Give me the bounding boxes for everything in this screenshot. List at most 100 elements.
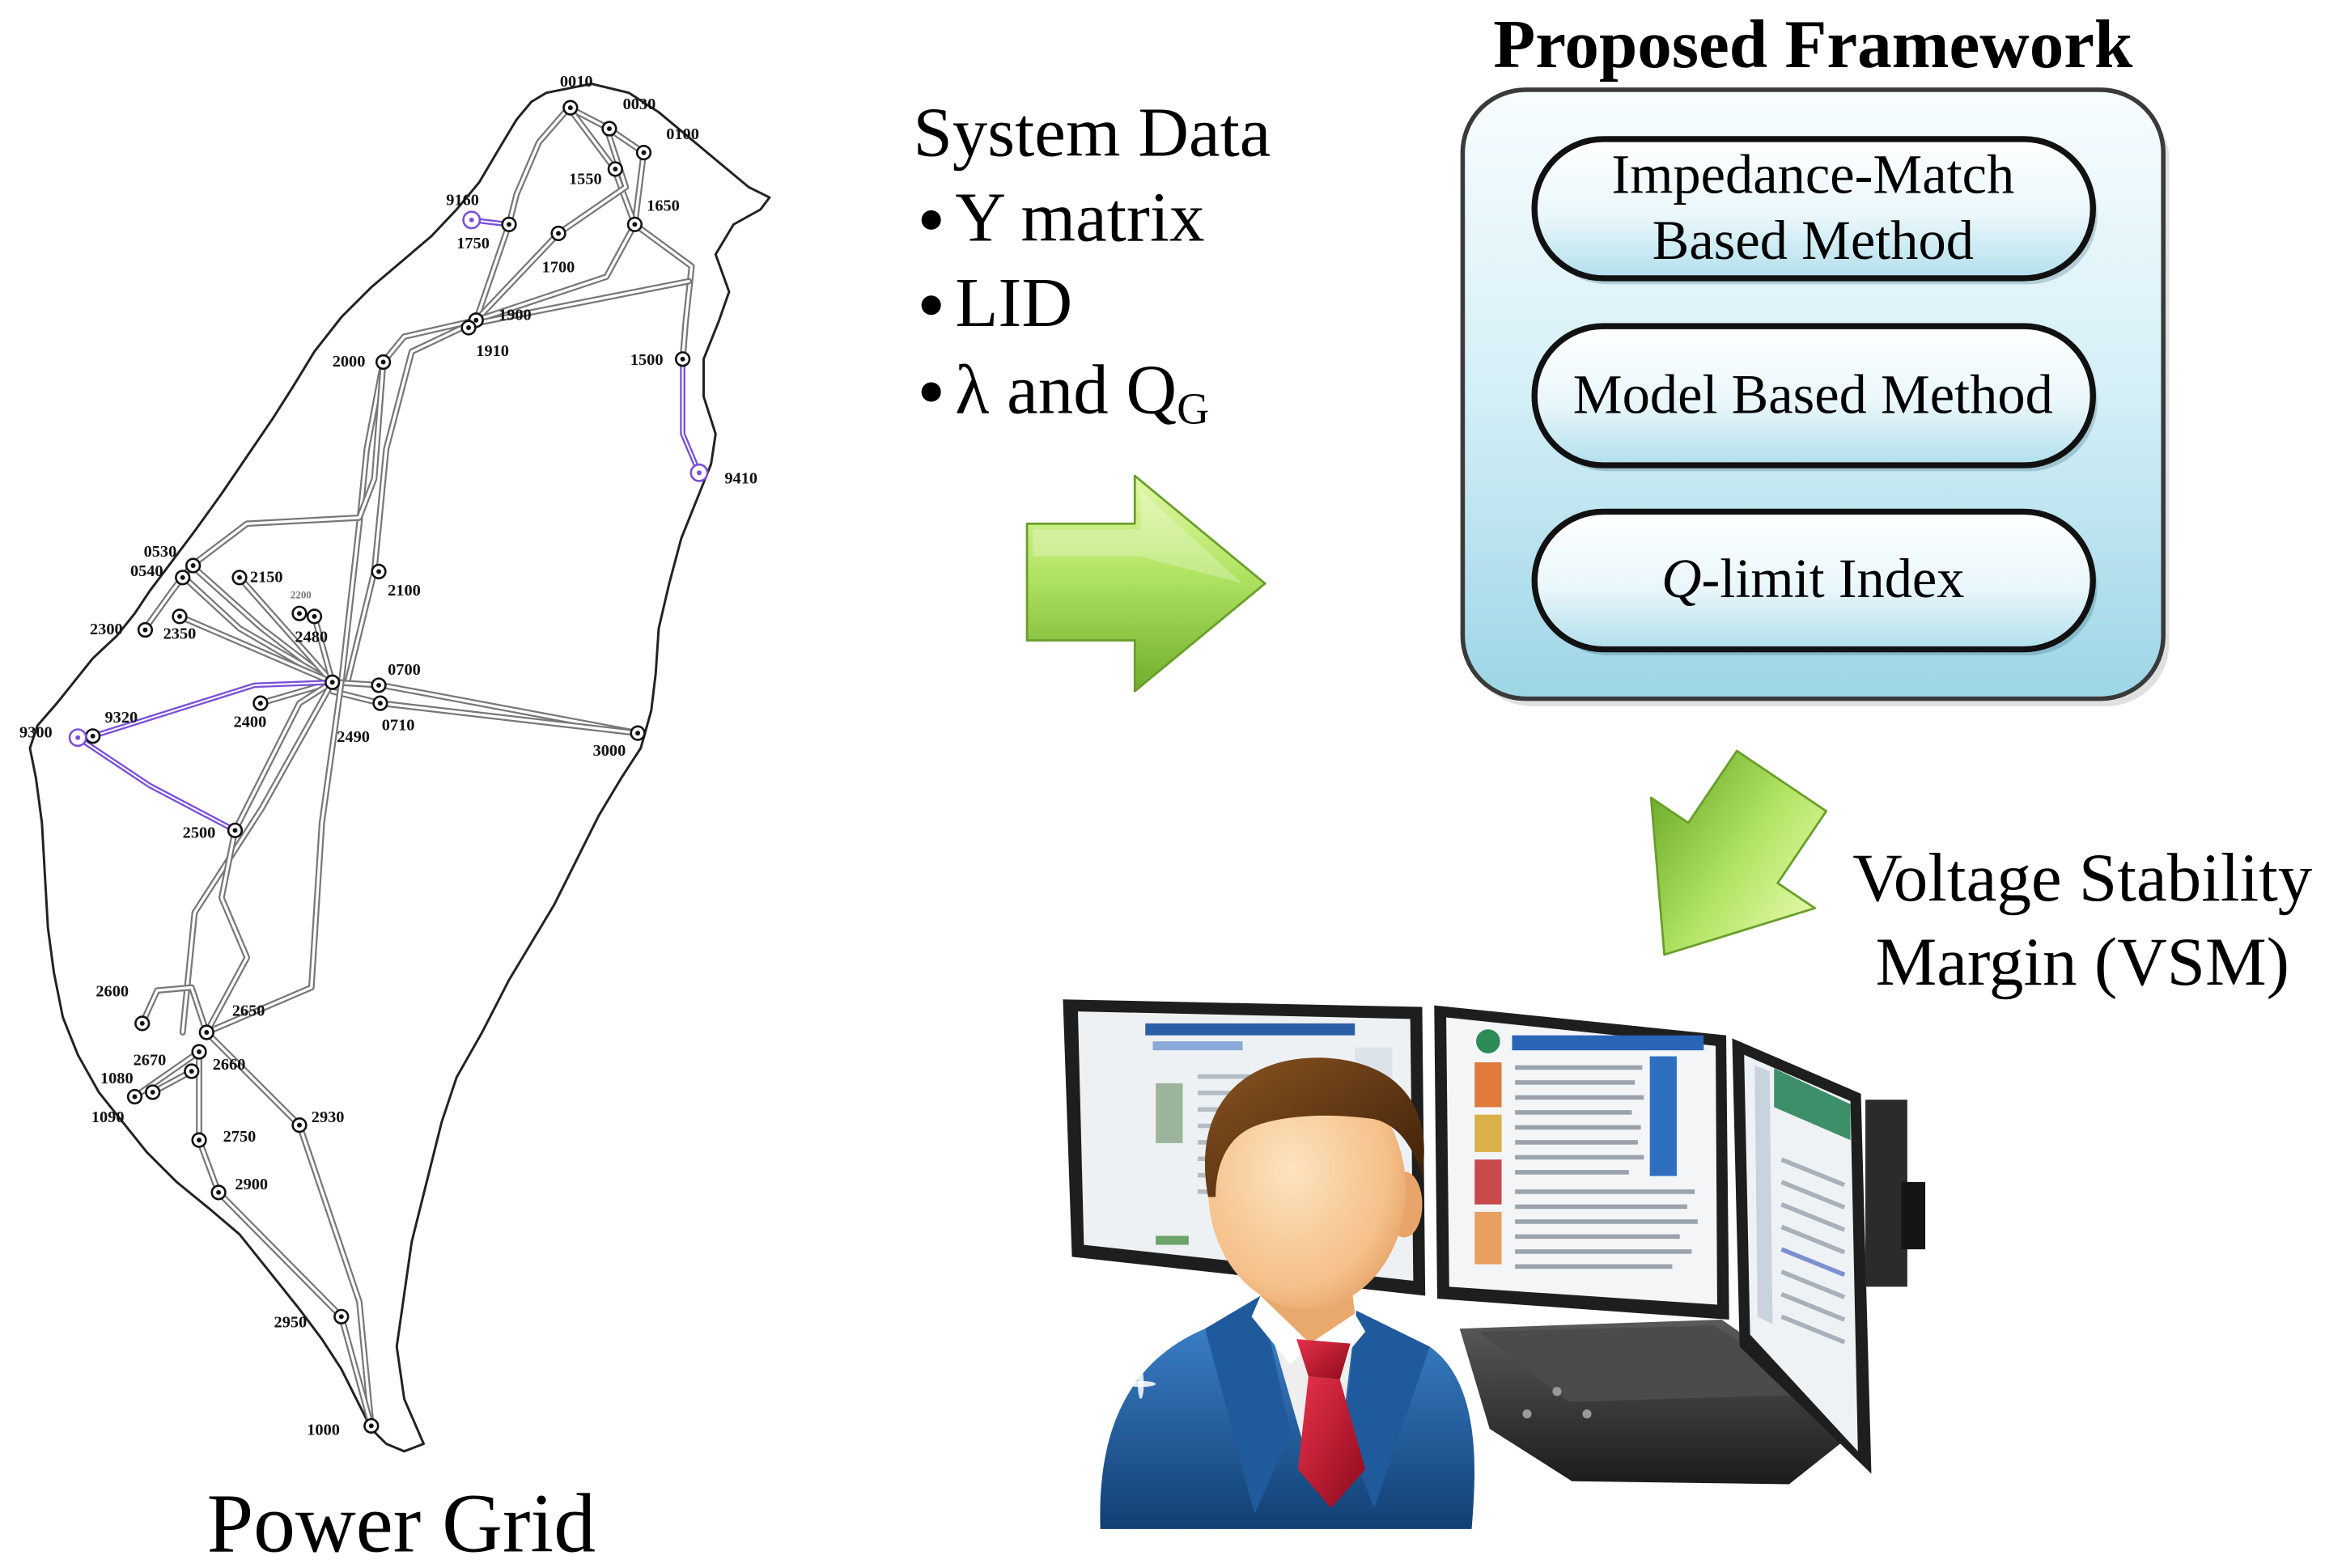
bus-label: 2100 <box>388 582 421 600</box>
screen-text-line <box>1780 1247 1846 1278</box>
bus-node-center <box>567 105 573 111</box>
stand-top <box>1479 1325 1815 1402</box>
transmission-line-inner <box>181 574 334 684</box>
bus-label: 2400 <box>234 714 267 731</box>
bus-node-center <box>632 222 638 227</box>
system-data-item-subscript: G <box>1177 384 1209 434</box>
vsm-output-label: Voltage Stability Margin (VSM) <box>1852 840 2313 1000</box>
screen-text-line <box>1515 1219 1698 1224</box>
arrow-down-left-icon <box>1649 749 1828 956</box>
screen-text-line <box>1515 1264 1673 1269</box>
transmission-lines <box>74 104 702 1430</box>
bus-node-center <box>606 126 612 131</box>
bus-label: 2750 <box>223 1128 257 1146</box>
bus-node-center <box>641 150 647 155</box>
screen-text-line <box>1515 1155 1644 1160</box>
monitor-clamp <box>1901 1181 1926 1250</box>
bus-label: 1750 <box>456 235 490 252</box>
bus-label: 2490 <box>337 728 370 746</box>
operator-at-monitors-icon <box>1063 999 1926 1529</box>
taiwan-outline <box>28 83 771 1453</box>
stand-button <box>1552 1387 1562 1396</box>
vsm-label-line: Margin (VSM) <box>1876 924 2289 1000</box>
stand-button <box>1582 1409 1592 1419</box>
bus-label: 2500 <box>183 824 216 842</box>
monitor-arm <box>1865 1100 1907 1287</box>
method-label-italic: Q <box>1661 548 1701 609</box>
screen-text-line <box>1780 1202 1846 1232</box>
method-q-limit-index: Q-limit Index <box>1531 508 2098 655</box>
transmission-line-inner <box>340 360 385 684</box>
screen-footer-bar <box>1156 1235 1189 1245</box>
system-data-item: λ and QG <box>955 350 1209 434</box>
screen-thumbnail <box>1156 1083 1183 1143</box>
transmission-line <box>473 104 572 324</box>
screen-text-line <box>1515 1140 1638 1145</box>
screen-header-bar <box>1512 1035 1704 1051</box>
transmission-line-inner <box>205 1031 373 1427</box>
method-label: Based Method <box>1653 210 1974 271</box>
bus-label: 2000 <box>333 353 366 371</box>
bus-label: 2650 <box>232 1002 265 1020</box>
screen-text-line <box>1780 1292 1846 1322</box>
screen-text-line <box>1515 1065 1643 1070</box>
screen-text-line <box>1515 1249 1692 1254</box>
transmission-line-inner <box>238 576 334 684</box>
highlighted-transmission-line <box>680 356 702 476</box>
screen-text-line <box>1515 1234 1680 1240</box>
screen-text-line <box>1780 1269 1846 1299</box>
monitor-screen <box>1744 1054 1858 1451</box>
bus-node-center <box>197 1138 202 1143</box>
screen-side-block <box>1474 1062 1502 1108</box>
bus-label: 1500 <box>630 351 664 369</box>
method-pill <box>1531 508 2096 653</box>
bus-node-center <box>469 217 474 222</box>
transmission-line-inner <box>346 323 470 684</box>
transmission-line-inner <box>190 360 385 567</box>
screen-text-line <box>1515 1125 1641 1130</box>
bus-label: 2950 <box>274 1313 308 1331</box>
transmission-line-inner <box>381 319 477 364</box>
transmission-line-inner <box>141 985 208 1034</box>
bus-node-center <box>139 1020 145 1026</box>
vsm-label-line: Voltage Stability <box>1852 840 2313 916</box>
bus-label: 1550 <box>569 170 602 188</box>
bus-label: 2900 <box>235 1176 268 1193</box>
transmission-line <box>138 984 210 1036</box>
bus-node-center <box>329 680 335 685</box>
bus-label: 1900 <box>499 307 532 324</box>
screen-header-bar <box>1774 1068 1851 1141</box>
method-pill <box>1531 323 2096 468</box>
transmission-line-inner <box>474 106 571 322</box>
screen-side-block <box>1474 1114 1502 1152</box>
method-pill <box>1531 136 2096 282</box>
operator-person <box>1100 1057 1475 1529</box>
bus-node-center <box>466 325 471 330</box>
arrow-down-left-shape <box>1649 749 1828 956</box>
bus-node-center <box>376 682 382 688</box>
bus-node-center <box>696 470 702 476</box>
bus-node-center <box>190 563 196 568</box>
bus-node-center <box>635 731 641 736</box>
bus-node-center <box>216 1189 222 1195</box>
bus-node-center <box>189 1069 194 1074</box>
bus-node-center <box>297 611 302 617</box>
bus-label: 2200 <box>291 589 312 601</box>
bus-label: 2600 <box>95 983 129 1001</box>
bus-label: 2300 <box>90 621 123 638</box>
bus-node-center <box>150 1089 155 1095</box>
arrow-right-shape <box>1025 474 1266 693</box>
transmission-line-inner <box>312 615 334 684</box>
power-grid-caption: Power Grid <box>207 1478 596 1568</box>
suit-sparkle <box>1137 1369 1144 1400</box>
bus-node-center <box>132 1094 138 1100</box>
screen-text-line <box>1780 1224 1846 1255</box>
bus-label: 1650 <box>647 197 680 215</box>
arrow-right-highlight <box>1033 490 1243 584</box>
screen-text-line <box>1780 1157 1846 1188</box>
bus-node-center <box>177 613 182 619</box>
monitor-screen <box>1446 1017 1717 1305</box>
stand-button <box>1522 1409 1532 1419</box>
screen-text-line <box>1780 1314 1846 1345</box>
power-grid-map: 0010003001001550165091601750170019001910… <box>19 73 771 1568</box>
